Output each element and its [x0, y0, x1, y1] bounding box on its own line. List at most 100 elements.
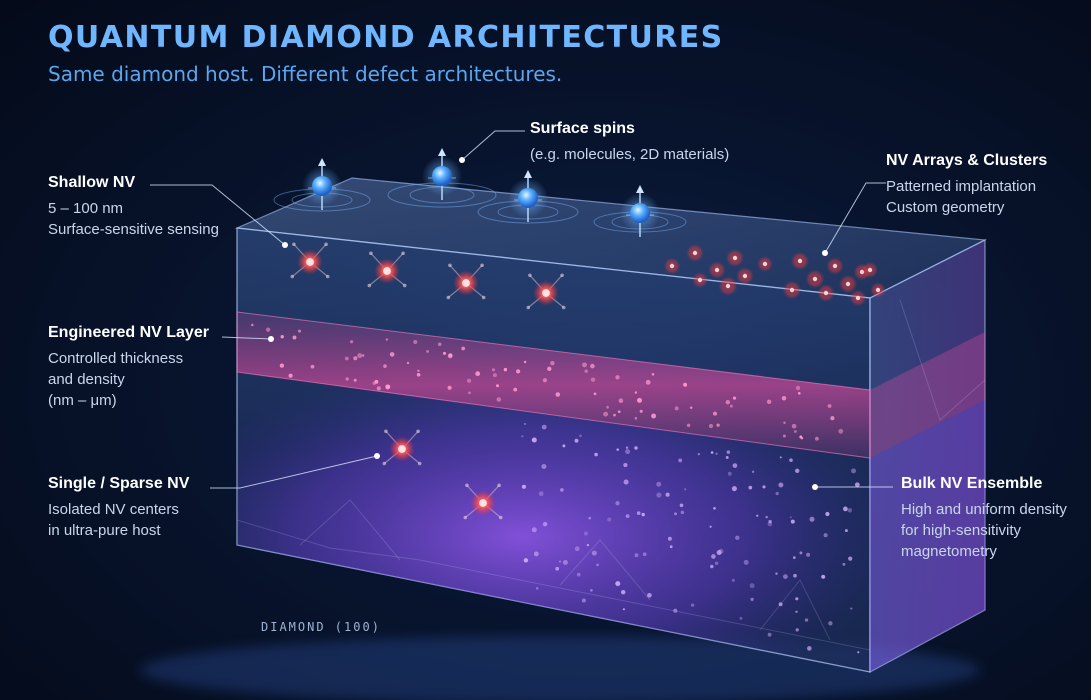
layer-nv-dot-50	[651, 373, 655, 376]
layer-nv-dot-5	[389, 352, 395, 357]
layer-nv-dot-54	[385, 338, 389, 341]
bulk-nv-dot-57	[541, 463, 547, 470]
bulk-nv-dot-18	[715, 452, 718, 455]
layer-nv-dot-74	[503, 367, 508, 372]
array-nv-13	[871, 283, 885, 297]
layer-nv-dot-68	[674, 406, 679, 411]
layer-nv-dot-10	[814, 436, 819, 441]
layer-nv-dot-42	[555, 392, 561, 397]
bulk-ensemble-heading: Bulk NV Ensemble	[901, 475, 1043, 492]
bulk-nv-dot-16	[762, 485, 766, 489]
layer-nv-dot-45	[799, 435, 803, 439]
bulk-ensemble-line-1: High and uniform density	[901, 501, 1067, 518]
bulk-nv-dot-12	[735, 535, 740, 540]
bulk-nv-dot-84	[562, 444, 566, 448]
layer-nv-dot-27	[416, 372, 421, 377]
bulk-nv-dot-68	[806, 552, 811, 557]
layer-nv-dot-80	[376, 386, 381, 391]
bulk-nv-dot-9	[783, 574, 788, 579]
layer-nv-dot-34	[413, 339, 418, 345]
bulk-nv-dot-33	[574, 438, 579, 443]
layer-nv-dot-18	[830, 416, 835, 421]
layer-nv-dot-77	[686, 423, 691, 428]
bulk-nv-dot-17	[634, 446, 638, 450]
crystal-orientation-tag: DIAMOND (100)	[261, 620, 381, 634]
bulk-nv-dot-100	[795, 597, 799, 601]
bulk-nv-dot-116	[656, 492, 662, 498]
nv-arrays-line-1: Patterned implantation	[886, 178, 1037, 195]
nv-array-dots	[665, 246, 885, 305]
bulk-nv-dot-73	[586, 543, 590, 547]
bulk-nv-dot-45	[847, 508, 852, 513]
layer-nv-dot-11	[353, 378, 357, 382]
layer-nv-dot-65	[827, 404, 832, 408]
bulk-nv-dot-90	[843, 506, 848, 512]
engineered-layer-description: Controlled thickness and density (nm – μ…	[48, 348, 209, 411]
page-title: QUANTUM DIAMOND ARCHITECTURES	[48, 20, 724, 55]
bulk-nv-dot-86	[731, 578, 735, 582]
bulk-nv-dot-6	[667, 536, 672, 541]
bulk-nv-dot-111	[581, 598, 586, 603]
bulk-nv-dot-52	[625, 446, 629, 449]
layer-nv-dot-37	[716, 423, 720, 427]
layer-nv-dot-41	[639, 409, 643, 413]
layer-nv-dot-81	[353, 356, 358, 361]
bulk-nv-dot-26	[615, 501, 620, 506]
bulk-nv-dot-1	[596, 563, 599, 567]
layer-nv-dot-29	[712, 411, 718, 416]
bulk-nv-dot-3	[842, 562, 846, 566]
bulk-nv-dot-32	[616, 448, 619, 451]
surface-spin-3	[620, 185, 660, 237]
bulk-nv-dot-62	[768, 519, 772, 524]
label-surface-spins: Surface spins (e.g. molecules, 2D materi…	[530, 119, 729, 165]
surface-spin-1	[422, 148, 462, 200]
bulk-nv-dot-47	[850, 607, 853, 610]
array-nv-15	[851, 291, 865, 305]
bulk-nv-dot-114	[634, 553, 639, 558]
bulk-nv-dot-107	[789, 516, 792, 519]
layer-nv-dot-12	[590, 377, 596, 382]
shallow-nv-line-2: Surface-sensitive sensing	[48, 221, 219, 238]
layer-nv-dot-24	[442, 351, 447, 355]
shallow-nv-3	[526, 273, 566, 310]
layer-nv-dot-79	[383, 364, 387, 368]
layer-nv-dot-60	[468, 391, 471, 395]
layer-nv-dot-13	[288, 373, 293, 378]
bulk-nv-dot-99	[775, 572, 778, 575]
layer-nv-dot-19	[781, 395, 787, 401]
layer-nv-dot-76	[798, 392, 801, 395]
layer-nv-dot-48	[279, 363, 285, 368]
layer-nv-dot-86	[496, 397, 502, 402]
bulk-nv-dot-48	[535, 586, 539, 590]
bulk-nv-dot-10	[778, 602, 783, 607]
array-nv-6	[693, 273, 707, 287]
bulk-nv-dot-109	[751, 470, 755, 473]
layer-nv-dot-75	[651, 413, 657, 419]
layer-nv-dot-36	[406, 361, 410, 365]
bulk-nv-dot-40	[684, 488, 687, 491]
bulk-nv-dot-43	[743, 559, 749, 565]
bulk-nv-dot-117	[636, 511, 641, 515]
bulk-nv-dot-85	[615, 581, 621, 587]
array-nv-8	[792, 253, 808, 269]
shallow-nv-description: 5 – 100 nm Surface-sensitive sensing	[48, 198, 219, 240]
layer-nv-dot-38	[590, 363, 595, 369]
layer-nv-dot-21	[513, 387, 518, 392]
layer-nv-dot-28	[547, 366, 552, 371]
shallow-nv-centers	[290, 242, 566, 310]
engineered-layer-heading: Engineered NV Layer	[48, 324, 209, 341]
bulk-nv-dot-74	[680, 510, 685, 515]
layer-nv-dot-61	[515, 369, 521, 374]
bulk-nv-dot-108	[591, 550, 597, 556]
label-bulk-ensemble: Bulk NV Ensemble High and uniform densit…	[901, 474, 1067, 562]
layer-nv-dot-8	[417, 369, 420, 373]
bulk-nv-dot-44	[579, 434, 582, 438]
bulk-nv-dot-66	[775, 491, 779, 496]
shallow-nv-2	[446, 263, 486, 300]
bulk-nv-dot-8	[538, 491, 544, 497]
layer-nv-dot-47	[265, 327, 271, 332]
sparse-nv-1	[463, 483, 503, 520]
label-engineered-layer: Engineered NV Layer Controlled thickness…	[48, 323, 209, 411]
bulk-nv-dot-83	[623, 479, 629, 485]
layer-nv-dot-9	[437, 342, 442, 347]
